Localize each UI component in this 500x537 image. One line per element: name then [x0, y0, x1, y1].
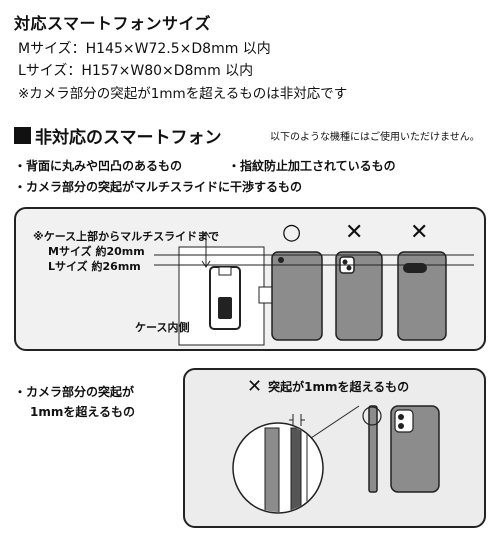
square-bullet-icon [14, 127, 31, 144]
l-size-distance: Lサイズ 約26mm [48, 260, 141, 273]
case-inside-label: ケース内側 [135, 321, 190, 334]
ng-cross-icon-3: ✕ [247, 376, 263, 397]
camera-bump-label-2: 1mmを超えるもの [30, 405, 135, 419]
diagram-note-top: ※ケース上部からマルチスライドまで [33, 230, 220, 243]
multi-slide-illustration [154, 231, 474, 346]
camera-bump-title-text: 突起が1mmを超えるもの [268, 380, 410, 394]
spec-l: Lサイズ：H157×W80×D8mm 以内 [18, 63, 254, 79]
ok-circle-icon: ○ [282, 220, 302, 245]
camera-bump-illustration [232, 405, 440, 514]
page-title: 対応スマートフォンサイズ [14, 14, 212, 33]
bullet-camera-interference: ・カメラ部分の突起がマルチスライドに干渉するもの [14, 180, 303, 194]
m-size-distance: Mサイズ 約20mm [48, 245, 145, 258]
spec-note: ※カメラ部分の突起が1mmを超えるものは非対応です [18, 86, 348, 102]
section-subtext: 以下のような機種にはご使用いただけません。 [270, 132, 480, 143]
camera-bump-label: ・カメラ部分の突起が [14, 385, 135, 399]
phone-ng-bar-camera [397, 251, 447, 341]
camera-bump-title: ✕ 突起が1mmを超えるもの [247, 376, 409, 397]
section-heading: 非対応のスマートフォン [14, 123, 222, 148]
ng-cross-icon-2: ✕ [410, 220, 429, 245]
ng-cross-icon: ✕ [345, 220, 364, 245]
spec-m: Mサイズ：H145×W72.5×D8mm 以内 [18, 41, 271, 57]
section-heading-text: 非対応のスマートフォン [35, 128, 222, 148]
bullet-anti-fingerprint: ・指紋防止加工されているもの [228, 159, 396, 173]
phone-ok [271, 251, 323, 341]
bullet-rounded-back: ・背面に丸みや凹凸のあるもの [14, 159, 183, 173]
phone-ng-camera [335, 251, 383, 341]
